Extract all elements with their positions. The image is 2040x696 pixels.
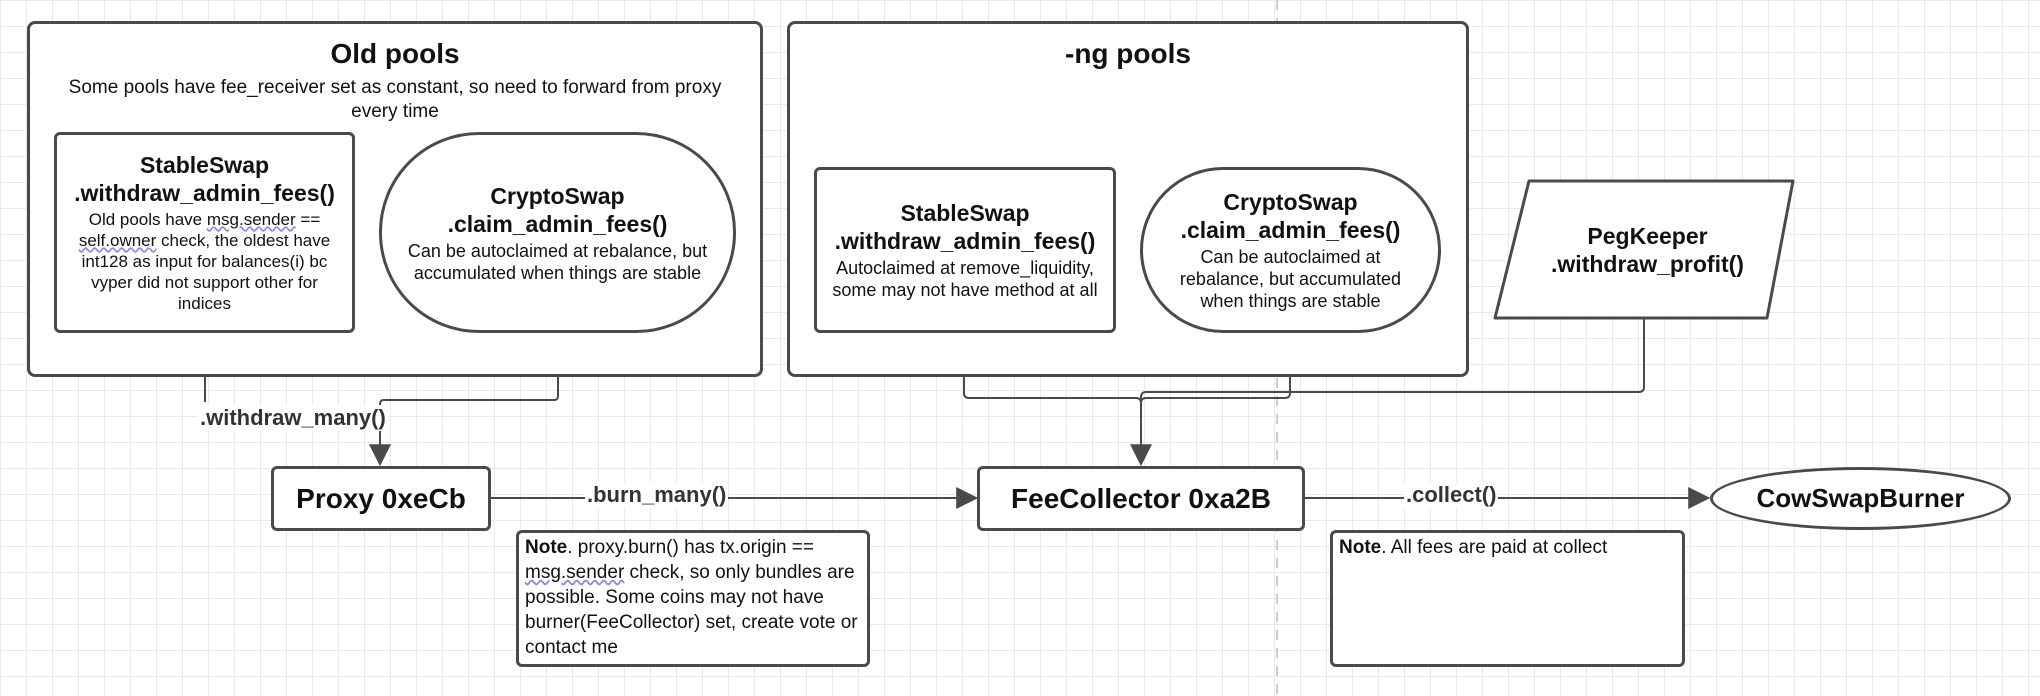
old-cryptoswap-node[interactable]: CryptoSwap .claim_admin_fees() Can be au… [379,132,736,333]
pegkeeper-name: PegKeeper [1587,222,1708,249]
ng-stableswap-desc: Autoclaimed at remove_liquidity, some ma… [832,258,1098,300]
ng-cryptoswap-method: .claim_admin_fees() [1180,217,1401,243]
old-stableswap-desc: Old pools have msg.sender == self.owner … [78,210,331,313]
note-proxy: Note. proxy.burn() has tx.origin == msg.… [516,530,870,667]
edge-label-burn-many: .burn_many() [585,482,729,508]
ng-cryptoswap-node[interactable]: CryptoSwap .claim_admin_fees() Can be au… [1140,167,1441,333]
self-owner-link: self.owner [78,231,157,250]
ng-cryptoswap-desc: Can be autoclaimed at rebalance, but acc… [1179,247,1402,311]
old-stableswap-method: .withdraw_admin_fees() [74,180,335,206]
old-stableswap-name: StableSwap [139,152,270,178]
edge-label-withdraw-many: .withdraw_many() [198,405,388,431]
ng-cryptoswap-name: CryptoSwap [1223,189,1358,215]
proxy-label: Proxy 0xeCb [296,482,466,514]
cowswapburner-node[interactable]: CowSwapBurner [1710,467,2011,530]
ng-stableswap-name: StableSwap [900,200,1030,226]
edge-pegkeeper-to-feecollector [1140,318,1645,464]
msg-sender-link: msg.sender [206,210,296,229]
old-cryptoswap-desc: Can be autoclaimed at rebalance, but acc… [407,240,708,283]
old-cryptoswap-method: .claim_admin_fees() [447,210,668,237]
feecollector-node[interactable]: FeeCollector 0xa2B [977,466,1305,531]
note-msg-sender-link: msg.sender [525,562,625,583]
proxy-node[interactable]: Proxy 0xeCb [271,466,491,531]
ng-stableswap-method: .withdraw_admin_fees() [834,228,1096,254]
old-cryptoswap-name: CryptoSwap [490,182,625,209]
old-pools-subtitle: Some pools have fee_receiver set as cons… [68,77,722,122]
pegkeeper-node[interactable]: PegKeeper .withdraw_profit() [1515,181,1780,318]
edge-old-cryptoswap-to-proxy [369,332,559,467]
old-stableswap-node[interactable]: StableSwap .withdraw_admin_fees() Old po… [54,132,355,333]
cowswapburner-label: CowSwapBurner [1756,483,1965,513]
note-collect: Note. All fees are paid at collect [1330,530,1685,667]
pegkeeper-method: .withdraw_profit() [1551,250,1744,277]
old-pools-title: Old pools [330,38,460,69]
feecollector-label: FeeCollector 0xa2B [1011,482,1271,514]
ng-stableswap-node[interactable]: StableSwap .withdraw_admin_fees() Autocl… [814,167,1116,333]
edge-label-collect: .collect() [1404,482,1499,508]
ng-pools-title: -ng pools [1065,38,1191,69]
